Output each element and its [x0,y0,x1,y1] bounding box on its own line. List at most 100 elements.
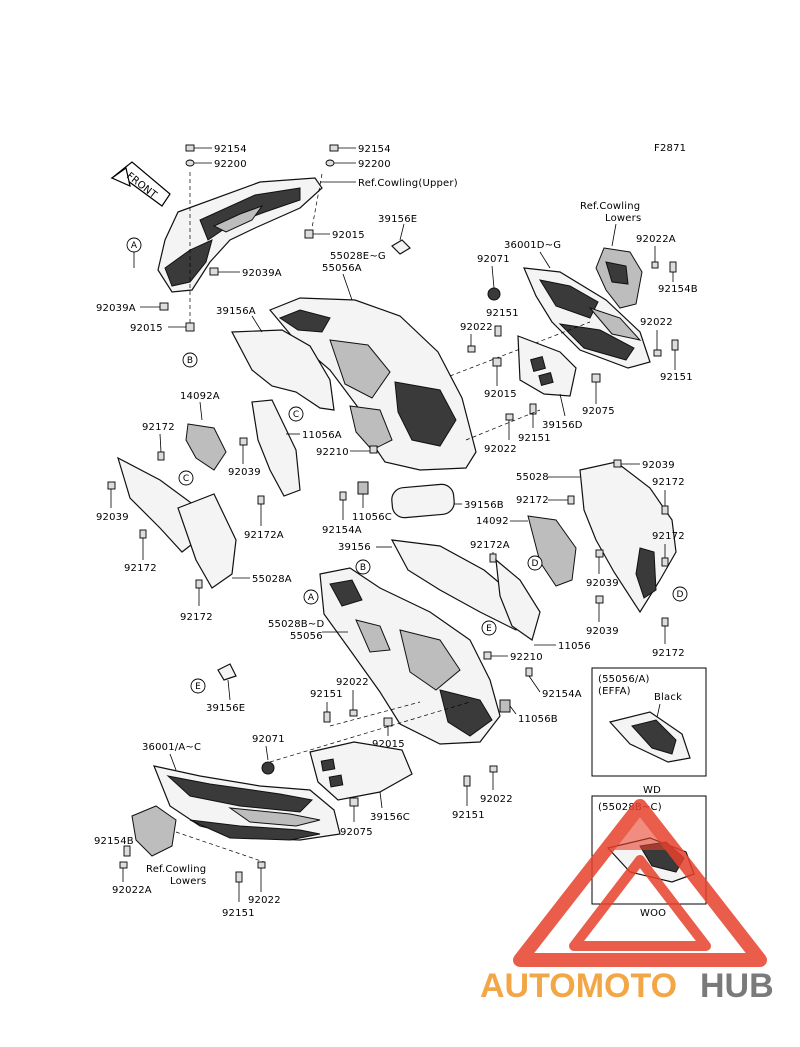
bolt-92154b-l [123,845,131,857]
label-92172-r3: 92172 [652,531,685,542]
label-92151-r3: 92151 [518,433,551,444]
bolt-92172-l3 [195,579,203,589]
label-55028b-d: 55028B~D [268,619,324,630]
label-39156c: 39156C [370,812,410,823]
panel-39156a [231,329,335,411]
pad-39156e-bottom [217,663,237,681]
automotohub-logo [513,799,767,967]
label-92022-r1: 92022 [460,322,493,333]
callout-e-2-text: E [195,682,201,692]
label-92151-r2: 92151 [660,372,693,383]
grommet-92015-m [383,717,393,727]
nut-92022-r2 [653,349,662,357]
screw-92039-r1 [613,459,622,468]
lower-cowling-left-part [153,765,341,841]
bolt-92172-l2 [139,529,147,539]
callout-d-1 [527,555,543,571]
grommet-92075-l [349,797,359,807]
label-39156: 39156 [338,542,371,553]
label-14092: 14092 [476,516,509,527]
washer-92200-top-left [185,159,212,167]
callout-b-1 [182,352,198,368]
bracket-right-top [595,247,643,309]
label-92022-m: 92022 [336,677,369,688]
callout-d-2-text: D [677,590,684,600]
label-92039-l1: 92039 [228,467,261,478]
callout-c-1-text: C [183,474,189,484]
nut-92022-r1 [467,345,476,353]
bracket-lower-left [131,805,177,857]
callout-b-2 [355,559,371,575]
label-92154b-l: 92154B [94,836,134,847]
nut-92022-b1 [489,765,498,773]
panel-55028a [177,493,237,589]
label-11056c: 11056C [352,512,392,523]
inner-cowling-lower-part [319,567,501,745]
label-39156e-a: 39156E [378,214,417,225]
upper-cowling-part [157,177,323,293]
nut-92022a-r [651,261,659,269]
bracket-14092a [185,423,227,471]
bolt-92151-r1 [494,325,502,337]
label-92039-r2: 92039 [586,578,619,589]
inset-box-effa: (55056/A) (EFFA) Black [591,667,707,777]
grommet-92075-r [591,373,601,383]
callout-a-2-text: A [308,593,315,603]
label-92039-r3: 92039 [586,626,619,637]
grommet-92071-l [261,761,275,775]
pad-39156b [391,483,455,519]
label-92172a-a: 92172A [244,530,284,541]
label-92071-r: 92071 [477,254,510,265]
label-92154-top-left: 92154 [214,144,247,155]
label-92071-l: 92071 [252,734,285,745]
callout-a-2 [303,589,319,605]
screw-92039-r2 [595,549,604,558]
callout-c-2 [288,406,304,422]
callout-a-1-text: A [131,241,138,251]
label-11056: 11056 [558,641,591,652]
grommet-92071-r [487,287,501,301]
screw-92039a-b [159,302,169,311]
bracket-right-lower [635,547,657,599]
label-92172-l1: 92172 [142,422,175,433]
bolt-92172-r1 [661,505,669,515]
nut-92022a-l [119,861,128,869]
inner-cowling-part [269,297,477,471]
label-36001d-g: 36001D~G [504,240,561,251]
label-92022a-r: 92022A [636,234,676,245]
label-36001-a-c: 36001/A~C [142,742,201,753]
callout-c-2-text: C [293,410,299,420]
label-ref-cowling-lowers-bottom-2: Lowers [170,876,206,887]
callout-e-1 [481,620,497,636]
label-92039-l2: 92039 [96,512,129,523]
label-92015-b: 92015 [130,323,163,334]
panel-39156d [517,335,577,397]
label-39156a: 39156A [216,306,256,317]
label-39156d: 39156D [542,420,583,431]
label-92022-b2: 92022 [248,895,281,906]
callout-e-2 [190,678,206,694]
screw-92039-l2 [107,481,116,490]
label-92022-r2: 92022 [640,317,673,328]
screw-92039a-a [209,267,219,276]
bolt-92172-r4 [661,617,669,627]
bracket-11056b [499,699,511,713]
lower-cowling-right-part [523,267,651,369]
label-92210-b: 92210 [510,652,543,663]
callout-b-1-text: B [187,356,193,366]
callout-c-1 [178,470,194,486]
callout-e-1-text: E [486,624,492,634]
label-92200-top-mid: 92200 [358,159,391,170]
label-92200-top-left: 92200 [214,159,247,170]
nut-92022-m [349,709,358,717]
callout-d-2 [672,586,688,602]
inset-bottom-caption: WOO [640,908,666,919]
washer-92200-top-mid [325,159,356,167]
grommet-92015-b [185,322,195,332]
label-92154a-b: 92154A [542,689,582,700]
label-92151-m: 92151 [310,689,343,700]
diagram-code: F2871 [654,143,686,154]
label-55028a: 55028A [252,574,292,585]
grommet-92015-r [492,357,502,367]
